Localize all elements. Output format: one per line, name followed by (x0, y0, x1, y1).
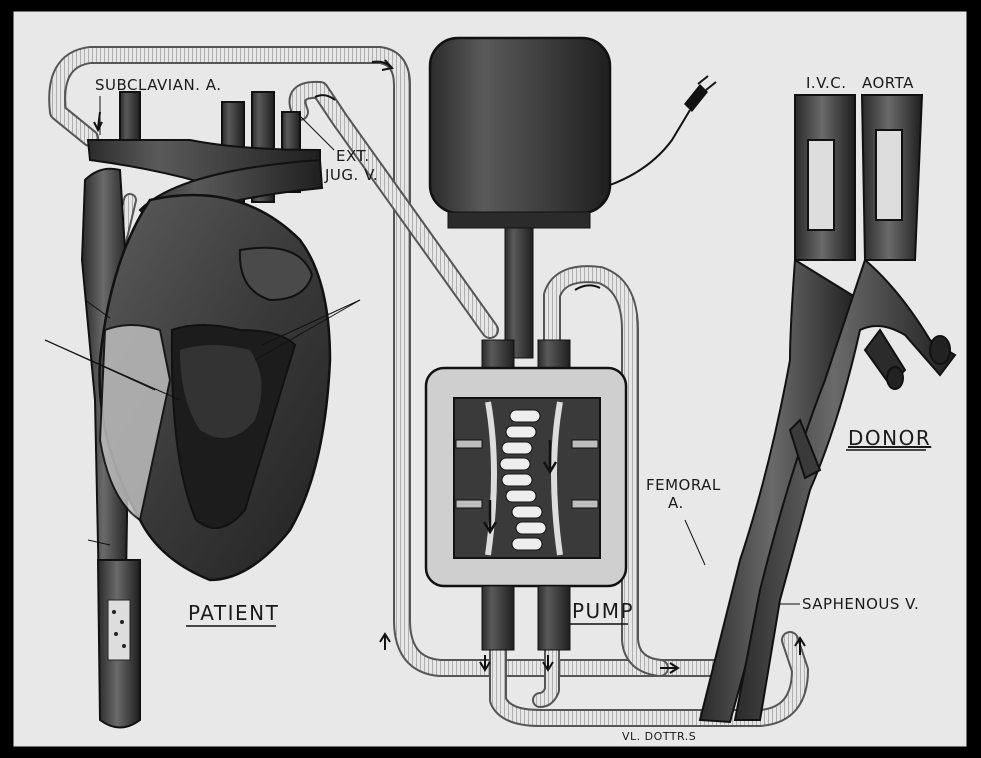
artist-signature: VL. DOTTR.S (622, 730, 696, 743)
label-ext-jug-2: JUG. V. (324, 166, 378, 184)
label-ext-jug-1: EXT. (336, 147, 370, 165)
label-saphenous: SAPHENOUS V. (802, 595, 919, 613)
label-pump: PUMP (572, 599, 634, 623)
label-femoral-2: A. (668, 494, 684, 512)
label-subclavian: SUBCLAVIAN. A. (95, 76, 221, 94)
label-donor: DONOR (848, 426, 931, 450)
label-patient: PATIENT (188, 601, 279, 625)
label-aorta: AORTA (862, 74, 914, 92)
label-femoral-1: FEMORAL (646, 476, 721, 494)
label-ivc: I.V.C. (806, 74, 847, 92)
